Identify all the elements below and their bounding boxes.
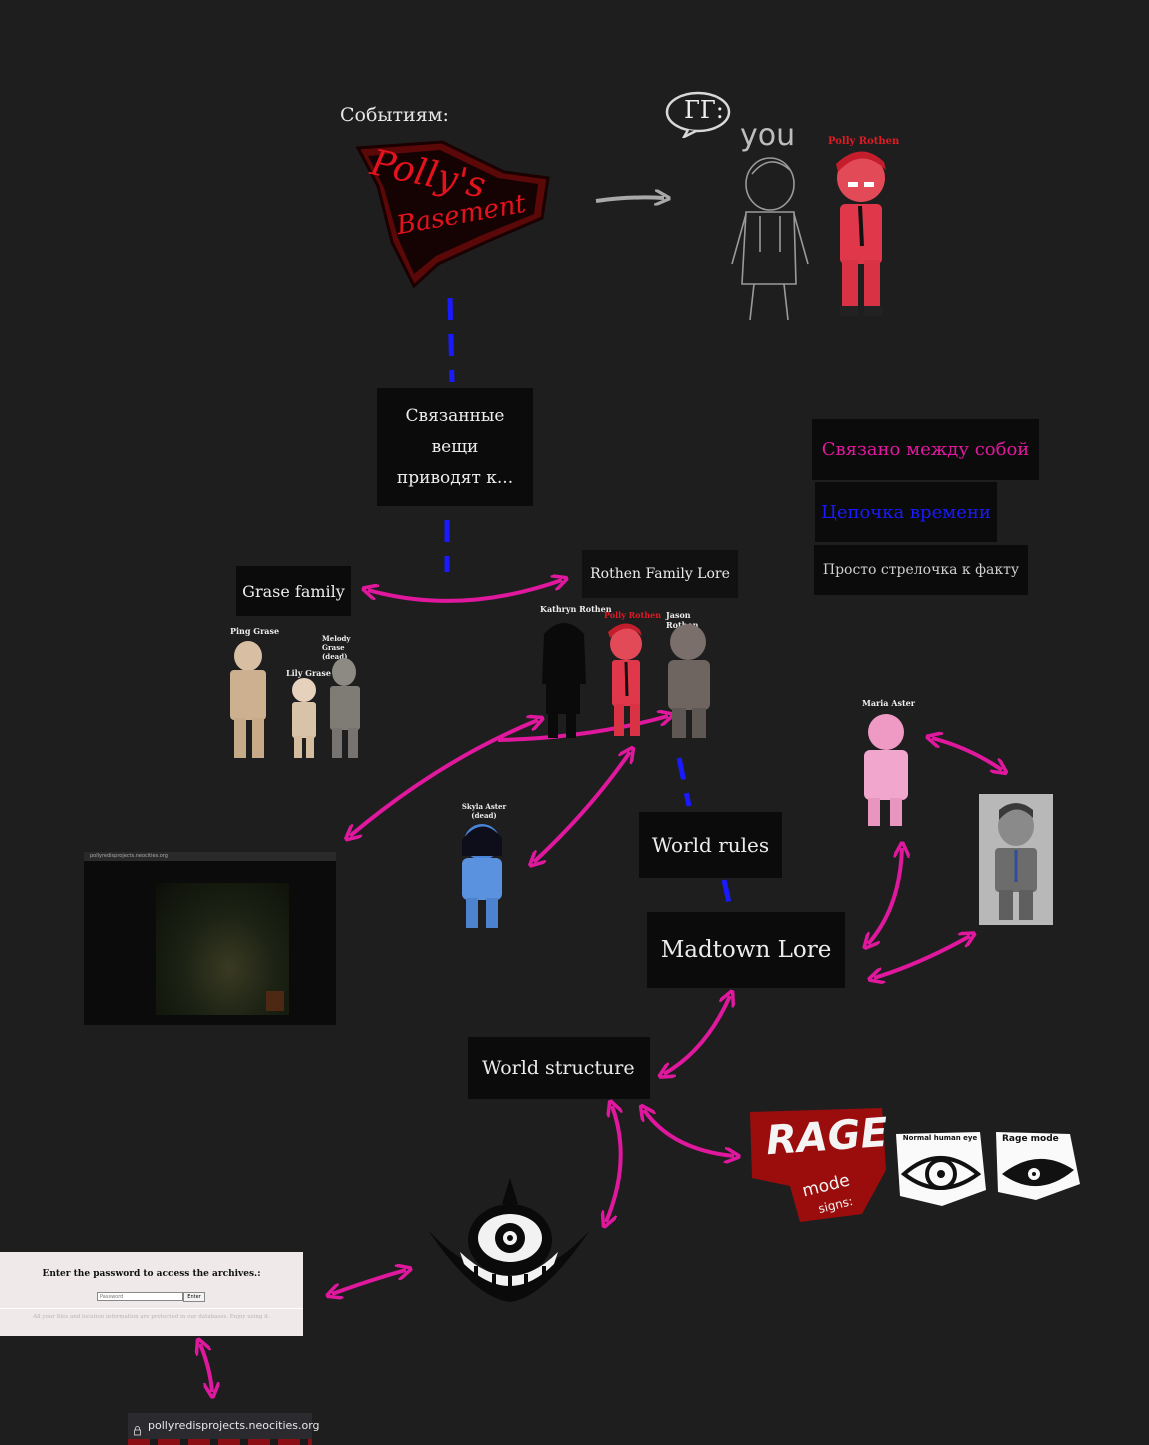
rothen-name-1: Kathryn Rothen (540, 604, 612, 614)
sketch-character-icon (731, 157, 809, 321)
link-structure-rage (644, 1110, 734, 1156)
skyla-name: Skyla Aster (dead) (461, 802, 507, 820)
grase-name-1: Ping Grase (230, 626, 280, 636)
grase-name-2: Lily Grase (286, 668, 331, 678)
normal-eye-icon (896, 1132, 986, 1206)
password-input[interactable] (97, 1292, 183, 1301)
link-grase-rothen (368, 580, 562, 603)
legend-timeline: Цепочка времени (815, 482, 997, 542)
link-eye-password (332, 1270, 406, 1294)
linked-connectors (200, 580, 1002, 1392)
maria-name: Maria Aster (862, 698, 915, 708)
rothen-name-2: Polly Rothen (604, 610, 662, 620)
skyla-character[interactable]: Skyla Aster (dead) (452, 800, 516, 932)
rothen-character-group: Kathryn Rothen Polly Rothen Jason Rothen (536, 604, 720, 744)
link-structure-eye (606, 1106, 621, 1222)
link-madtown-structure (664, 996, 730, 1074)
protagonist-label: ГГ: (684, 96, 724, 124)
password-panel: Enter the password to access the archive… (0, 1252, 303, 1336)
node-related-line1: Связанные (405, 405, 505, 426)
link-man-madtown (874, 936, 970, 978)
timeline-rothen-to-rules (676, 757, 692, 807)
screenshot-tabbar-text: pollyredisprojects.neocities.org (90, 853, 168, 859)
legend-fact-arrow: Просто стрелочка к факту (814, 545, 1028, 595)
grinning-eye-icon (428, 1178, 590, 1302)
rage-eye-icon (996, 1132, 1080, 1200)
fact-arrow-logo-to-protagonist (595, 197, 664, 201)
normal-eye-panel[interactable]: Normal human eye (894, 1130, 988, 1208)
link-rothen-screenshot (350, 720, 538, 836)
pollys-basement-logo[interactable]: Polly's Basement (352, 138, 558, 289)
grase-name-3: Melody Grase (dead) (322, 634, 351, 661)
legend-linked: Связано между собой (812, 419, 1039, 480)
password-divider (0, 1308, 303, 1309)
speech-bubble-icon (665, 91, 731, 140)
password-footer: All your files and location information … (33, 1314, 270, 1320)
link-maria-madtown (868, 848, 902, 944)
polly-label: Polly Rothen (828, 136, 900, 147)
password-title: Enter the password to access the archive… (42, 1269, 261, 1279)
character-rothen-family-icon (542, 623, 710, 738)
you-label: you (740, 118, 796, 153)
logo-flag-shape (355, 140, 550, 289)
link-rothen-skyla (534, 752, 630, 862)
url-bar-tab-strip (128, 1439, 312, 1445)
password-enter-button[interactable]: Enter (183, 1292, 205, 1302)
character-skyla-icon (462, 824, 502, 928)
normal-eye-label: Normal human eye (902, 1134, 978, 1142)
archive-screenshot-panel[interactable]: pollyredisprojects.neocities.org (84, 852, 336, 1025)
node-world-structure[interactable]: World structure (468, 1037, 650, 1099)
screenshot-tabbar: pollyredisprojects.neocities.org (84, 852, 336, 861)
node-madtown-lore[interactable]: Madtown Lore (647, 912, 845, 988)
url-bar[interactable]: pollyredisprojects.neocities.org (128, 1413, 320, 1445)
node-related-line3: приводят к... (396, 467, 514, 488)
rage-banner-shape (750, 1108, 886, 1222)
character-maria-icon (864, 714, 908, 826)
link-rothen-line (497, 716, 668, 742)
character-grase-family-icon (230, 641, 360, 758)
rage-title: RAGE (764, 1109, 890, 1165)
you-sketch-figure[interactable] (724, 154, 814, 330)
events-label: Событиям: (340, 104, 449, 126)
timeline-logo-to-related (447, 297, 455, 383)
node-related-things[interactable]: Связанные вещи приводят к... (377, 388, 533, 506)
rage-mode-signs[interactable]: RAGE mode signs: (746, 1106, 890, 1224)
node-grase-family[interactable]: Grase family (236, 566, 351, 616)
timeline-connectors (444, 297, 734, 913)
node-rothen-family-lore[interactable]: Rothen Family Lore (582, 550, 738, 598)
suit-man-panel[interactable] (979, 794, 1053, 925)
url-text: pollyredisprojects.neocities.org (148, 1419, 320, 1432)
character-suit-man-icon (995, 803, 1037, 920)
timeline-rules-to-madtown (721, 879, 734, 913)
link-password-url (200, 1344, 212, 1392)
polly-figure[interactable] (826, 150, 896, 324)
node-related-line2: вещи (431, 436, 479, 457)
lock-icon (134, 1421, 141, 1436)
node-world-rules[interactable]: World rules (639, 812, 782, 878)
forest-glow (266, 991, 284, 1011)
protagonist-bubble: ГГ: (664, 90, 736, 142)
link-maria-man (932, 738, 1002, 770)
rage-eye-panel[interactable]: Rage mode (994, 1130, 1082, 1202)
grase-character-group: Ping Grase Lily Grase Melody Grase (dead… (222, 624, 382, 764)
character-polly-icon (836, 151, 886, 316)
grinning-eye-symbol[interactable] (424, 1178, 594, 1304)
maria-character[interactable]: Maria Aster (856, 696, 920, 832)
rage-eye-label: Rage mode (1002, 1134, 1059, 1144)
forest-image (156, 883, 289, 1015)
